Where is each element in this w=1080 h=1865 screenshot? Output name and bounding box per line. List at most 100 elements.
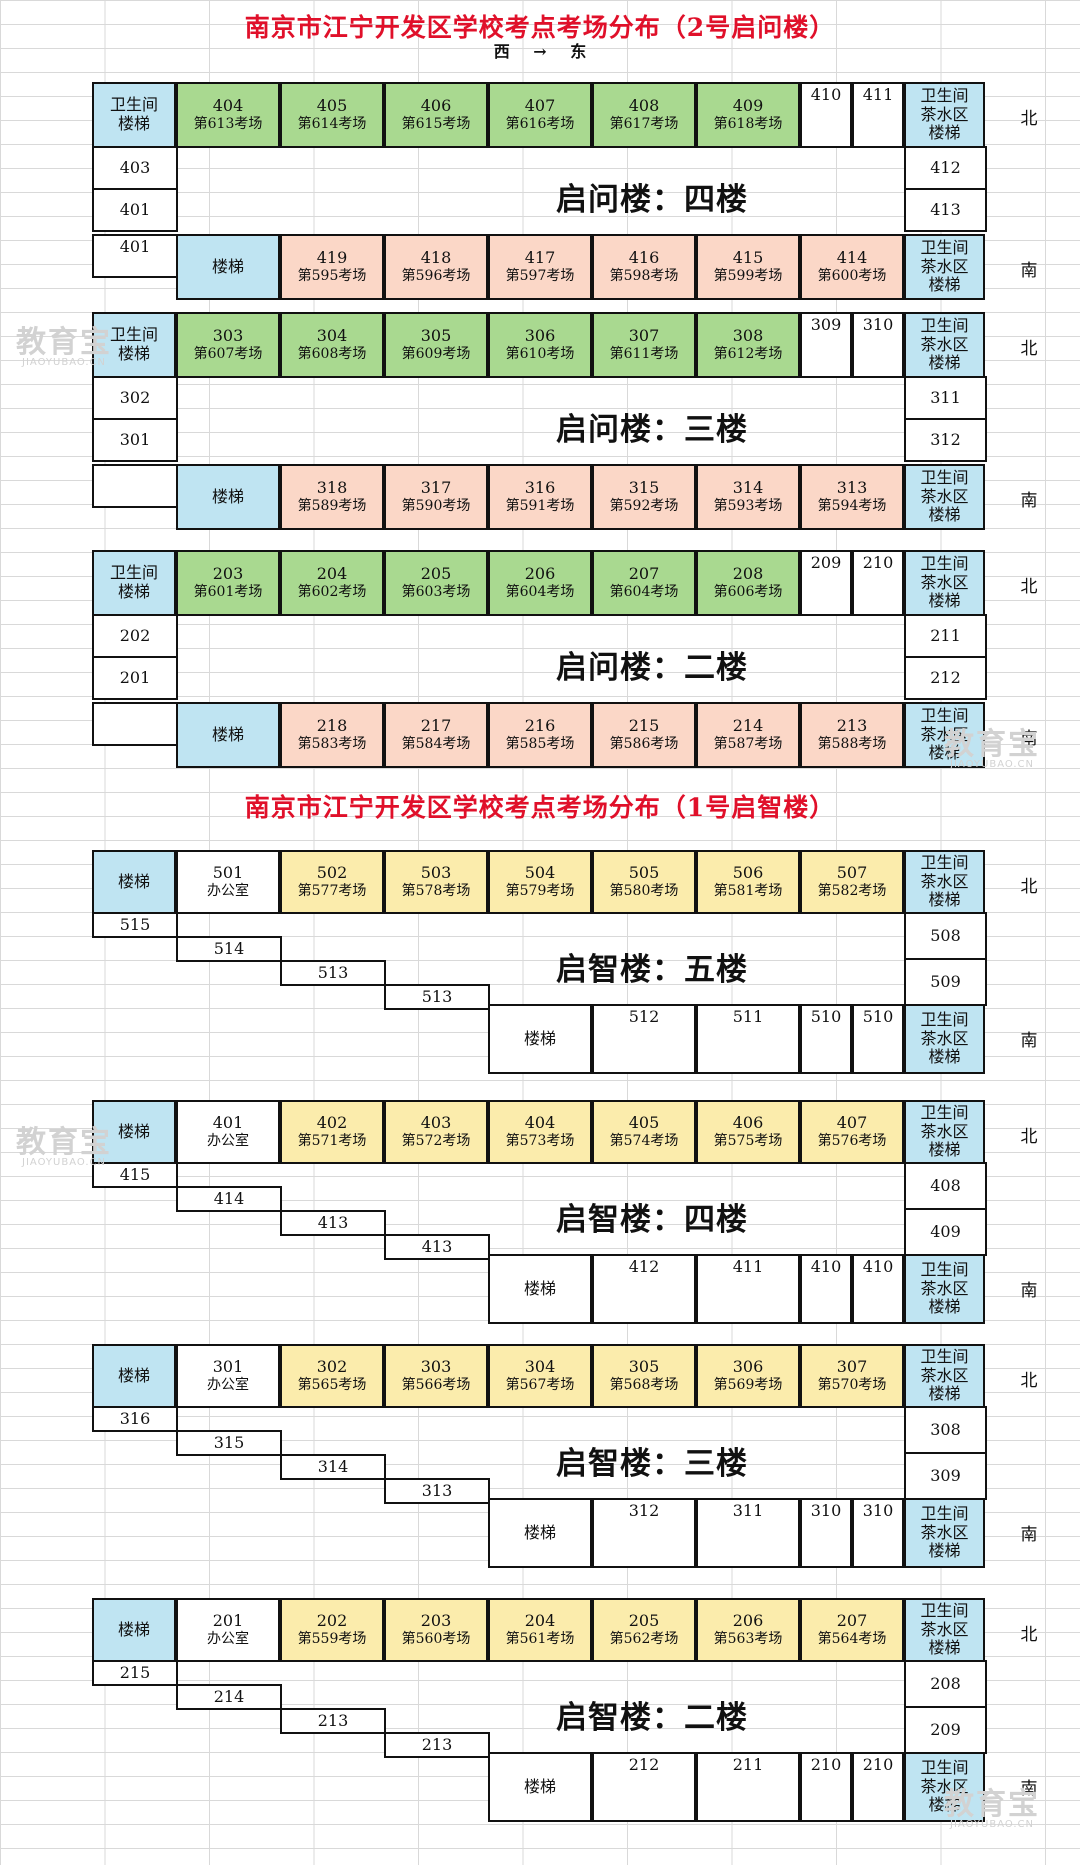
room-number: 204 [524,1611,556,1631]
room-number: 214 [732,716,764,736]
step-room-cell: 313 [384,1478,490,1504]
north-room-cell: 209 [800,550,852,616]
south-room-cell: 310 [800,1498,852,1568]
room-extra-label: 楼梯 [928,353,961,373]
room-number: 515 [119,914,151,934]
east-room-cell: 309 [904,1452,987,1500]
room-number: 401 [212,1113,244,1133]
room-number: 214 [213,1686,245,1706]
room-number: 楼梯 [211,256,244,276]
room-number: 316 [119,1408,151,1428]
room-extra-label: 楼梯 [928,275,961,295]
floor-label: 启智楼：五楼 [556,952,748,988]
room-number: 410 [862,1257,894,1276]
room-number: 304 [316,326,348,346]
room-number: 502 [316,863,348,883]
room-number: 208 [930,1673,961,1693]
north-room-cell: 卫生间茶水区楼梯 [904,1598,985,1662]
north-label: 北 [1020,1625,1038,1645]
room-number: 404 [524,1113,556,1133]
exam-room-label: 第560考场 [401,1631,471,1648]
room-number: 213 [317,1710,349,1730]
room-number: 卫生间 [920,553,969,573]
floor-label: 启智楼：四楼 [556,1202,748,1238]
room-number: 503 [420,863,452,883]
room-number: 204 [316,564,348,584]
south-label: 南 [1020,1031,1038,1051]
exam-room-label: 茶水区 [920,1522,969,1542]
room-number: 210 [862,1755,894,1774]
south-room-cell: 410 [852,1254,904,1324]
room-number: 卫生间 [920,237,969,257]
room-number: 509 [930,971,961,991]
room-number: 304 [524,1357,556,1377]
south-room-cell: 510 [852,1004,904,1074]
room-number: 212 [628,1755,660,1774]
north-room-cell: 卫生间楼梯 [92,82,176,148]
step-room-cell: 415 [92,1162,178,1188]
exam-room-label: 第593考场 [713,498,783,515]
exam-room-label: 第611考场 [609,346,679,363]
room-number: 407 [524,96,556,116]
exam-room-label: 第589考场 [297,498,367,515]
exam-room-label: 楼梯 [117,344,150,363]
north-room-cell: 卫生间楼梯 [92,550,176,616]
exam-room-label: 第606考场 [713,584,783,601]
room-number: 206 [524,564,556,584]
room-number: 406 [732,1113,764,1133]
exam-room-label: 第618考场 [713,116,783,133]
south-room-cell: 楼梯 [176,464,280,530]
room-number: 504 [524,863,556,883]
room-number: 309 [930,1465,961,1485]
exam-room-label: 第596考场 [401,268,471,285]
south-label: 南 [1020,729,1038,749]
south-room-cell: 卫生间茶水区楼梯 [904,1254,985,1324]
room-extra-label: 楼梯 [928,1638,961,1658]
room-number: 卫生间 [109,325,158,345]
step-room-cell: 515 [92,912,178,938]
room-number: 楼梯 [523,1522,556,1542]
exam-room-label: 第594考场 [817,498,887,515]
south-room-cell: 212 [592,1752,696,1822]
room-number: 205 [628,1611,660,1631]
exam-room-label: 第608考场 [297,346,367,363]
north-label: 北 [1020,1371,1038,1391]
room-number: 311 [732,1501,764,1520]
room-number: 315 [213,1432,245,1452]
room-number: 302 [119,387,151,407]
room-number: 314 [317,1456,349,1476]
room-number: 卫生间 [920,852,969,872]
room-number: 412 [930,157,961,177]
east-room-cell: 312 [904,418,987,462]
south-room-cell: 楼梯 [176,234,280,300]
room-number: 216 [524,716,556,736]
room-number: 414 [836,248,868,268]
exam-room-label: 第604考场 [609,584,679,601]
room-number: 418 [420,248,452,268]
south-room-cell: 210 [852,1752,904,1822]
exam-room-label: 第609考场 [401,346,471,363]
room-number: 211 [732,1755,764,1774]
room-number: 楼梯 [523,1278,556,1298]
room-number: 501 [212,863,244,883]
south-room-cell: 卫生间茶水区楼梯 [904,234,985,300]
